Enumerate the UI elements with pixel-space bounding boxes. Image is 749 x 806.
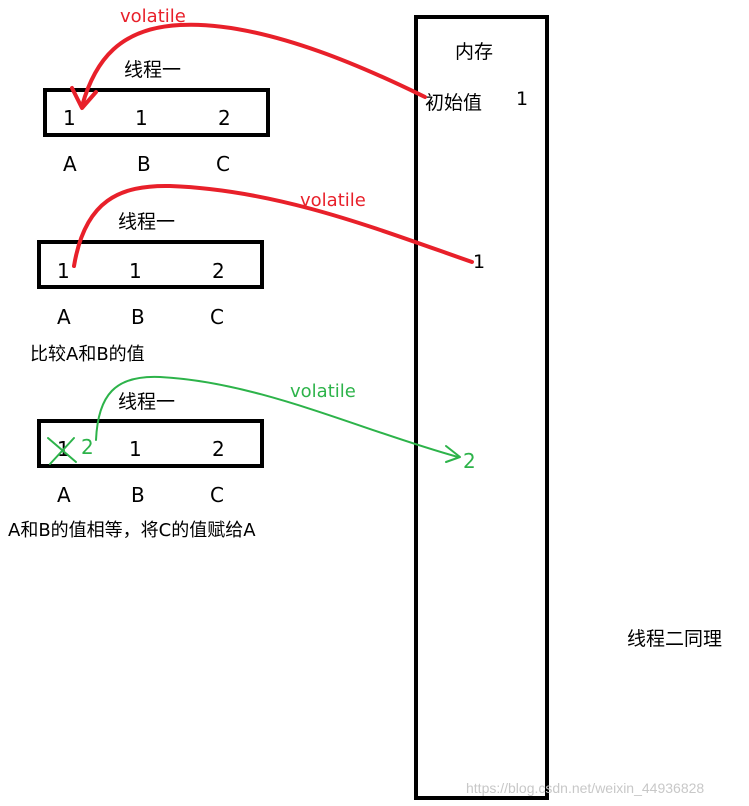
memory-value-1: 1: [473, 251, 486, 273]
step1-cell-a: 1: [63, 106, 76, 130]
arrow-label-3: volatile: [290, 381, 356, 402]
step3-var-c: C: [210, 483, 224, 507]
step3-cell-b: 1: [129, 437, 142, 461]
step3-var-a: A: [57, 483, 71, 507]
watermark-text: https://blog.csdn.net/weixin_44936828: [466, 780, 705, 796]
step1-var-c: C: [216, 152, 230, 176]
arrow-label-2: volatile: [300, 190, 366, 211]
memory-title: 内存: [455, 41, 494, 63]
memory-box: [414, 15, 549, 800]
step2-thread-label: 线程一: [118, 211, 176, 233]
step2-var-c: C: [210, 305, 224, 329]
step1-var-a: A: [63, 152, 77, 176]
arrow-label-1: volatile: [120, 6, 186, 27]
side-note: 线程二同理: [627, 628, 723, 650]
step3-cell-c: 2: [212, 437, 225, 461]
step3-cell-box: [37, 419, 264, 468]
step2-var-b: B: [131, 305, 145, 329]
step2-cell-a: 1: [57, 259, 70, 283]
step2-caption: 比较A和B的值: [30, 344, 145, 365]
step1-cell-box: [43, 88, 270, 137]
memory-value-2: 2: [463, 449, 476, 473]
memory-initial-value: 1: [516, 88, 529, 110]
green-cross-mark: [47, 437, 77, 465]
step3-cell-a-new: 2: [81, 435, 94, 459]
memory-initial-label: 初始值: [425, 92, 483, 114]
green-arrow-write: [95, 375, 459, 458]
step1-cell-c: 2: [218, 106, 231, 130]
step1-var-b: B: [137, 152, 151, 176]
red-line-read: [72, 183, 474, 268]
step3-var-b: B: [131, 483, 145, 507]
step2-var-a: A: [57, 305, 71, 329]
step1-thread-label: 线程一: [124, 59, 182, 81]
green-arrowhead-write: [445, 445, 461, 463]
step3-thread-label: 线程一: [118, 391, 176, 413]
step2-cell-c: 2: [212, 259, 225, 283]
step2-cell-b: 1: [129, 259, 142, 283]
red-arrow-load: [80, 22, 427, 108]
step2-cell-box: [37, 240, 264, 289]
red-arrowhead-load: [70, 86, 98, 110]
step1-cell-b: 1: [135, 106, 148, 130]
step3-caption: A和B的值相等，将C的值赋给A: [8, 520, 256, 541]
